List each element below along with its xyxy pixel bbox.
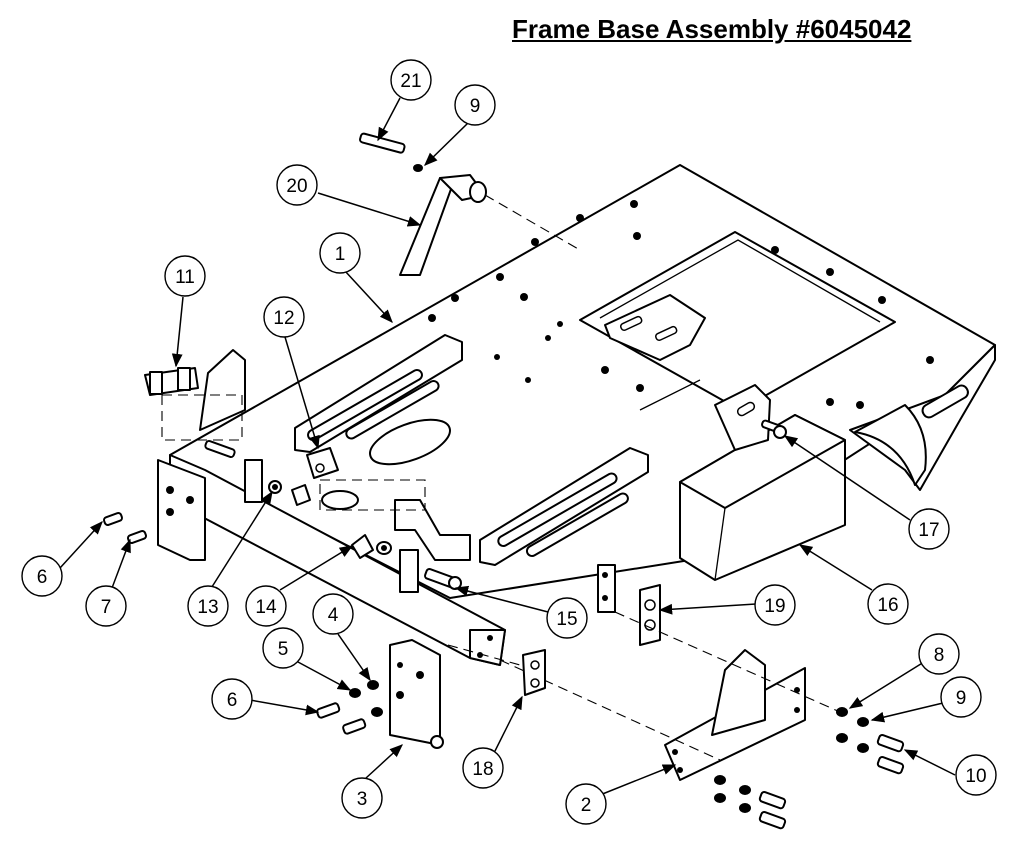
callout-label: 8 <box>934 645 945 666</box>
front-plate-assembly <box>103 512 546 749</box>
callout-19: 19 <box>754 584 796 626</box>
callout-6-left: 6 <box>21 555 63 597</box>
callout-label: 7 <box>101 597 112 618</box>
callout-label: 18 <box>472 759 493 780</box>
battery-box <box>679 384 846 581</box>
right-bracket-assembly <box>499 564 905 830</box>
cross-tube <box>157 349 506 666</box>
callout-10: 10 <box>955 754 997 796</box>
callout-label: 17 <box>918 520 939 541</box>
callout-2: 2 <box>565 783 607 825</box>
callout-14: 14 <box>245 585 287 627</box>
callout-label: 13 <box>197 597 218 618</box>
callout-label: 12 <box>273 308 294 329</box>
callout-4: 4 <box>312 593 354 635</box>
callout-label: 14 <box>255 597 277 618</box>
callout-label: 19 <box>764 596 785 617</box>
callout-12: 12 <box>263 296 305 338</box>
callout-20: 20 <box>276 164 318 206</box>
callout-label: 16 <box>877 595 898 616</box>
callout-label: 9 <box>470 96 481 117</box>
callout-label: 9 <box>956 688 967 709</box>
callout-label: 1 <box>335 244 346 265</box>
callout-label: 5 <box>278 639 289 660</box>
callout-label: 11 <box>175 267 195 288</box>
callout-17: 17 <box>908 508 950 550</box>
callout-7: 7 <box>85 585 127 627</box>
callout-21: 21 <box>390 59 432 101</box>
callout-label: 6 <box>227 690 238 711</box>
callout-label: 20 <box>286 176 307 197</box>
callout-label: 3 <box>357 789 368 810</box>
callout-18: 18 <box>462 747 504 789</box>
callout-11: 11 <box>164 255 206 297</box>
diagram-title: Frame Base Assembly #6045042 <box>512 14 912 44</box>
callout-9-right: 9 <box>940 676 982 718</box>
callout-9-top: 9 <box>454 84 496 126</box>
callout-15: 15 <box>546 597 588 639</box>
callout-label: 21 <box>400 71 421 92</box>
callout-label: 4 <box>328 605 339 626</box>
callout-1: 1 <box>319 232 361 274</box>
leader-lines <box>59 97 956 796</box>
callout-8: 8 <box>918 633 960 675</box>
frame-holes <box>428 200 934 409</box>
callout-5: 5 <box>262 627 304 669</box>
callout-3: 3 <box>341 777 383 819</box>
callout-13: 13 <box>187 585 229 627</box>
callout-label: 6 <box>37 567 48 588</box>
hardware-left <box>144 367 462 590</box>
callout-label: 10 <box>965 766 986 787</box>
callout-label: 15 <box>556 609 577 630</box>
callout-16: 16 <box>867 583 909 625</box>
callout-6-bottom: 6 <box>211 678 253 720</box>
callout-label: 2 <box>581 795 592 816</box>
